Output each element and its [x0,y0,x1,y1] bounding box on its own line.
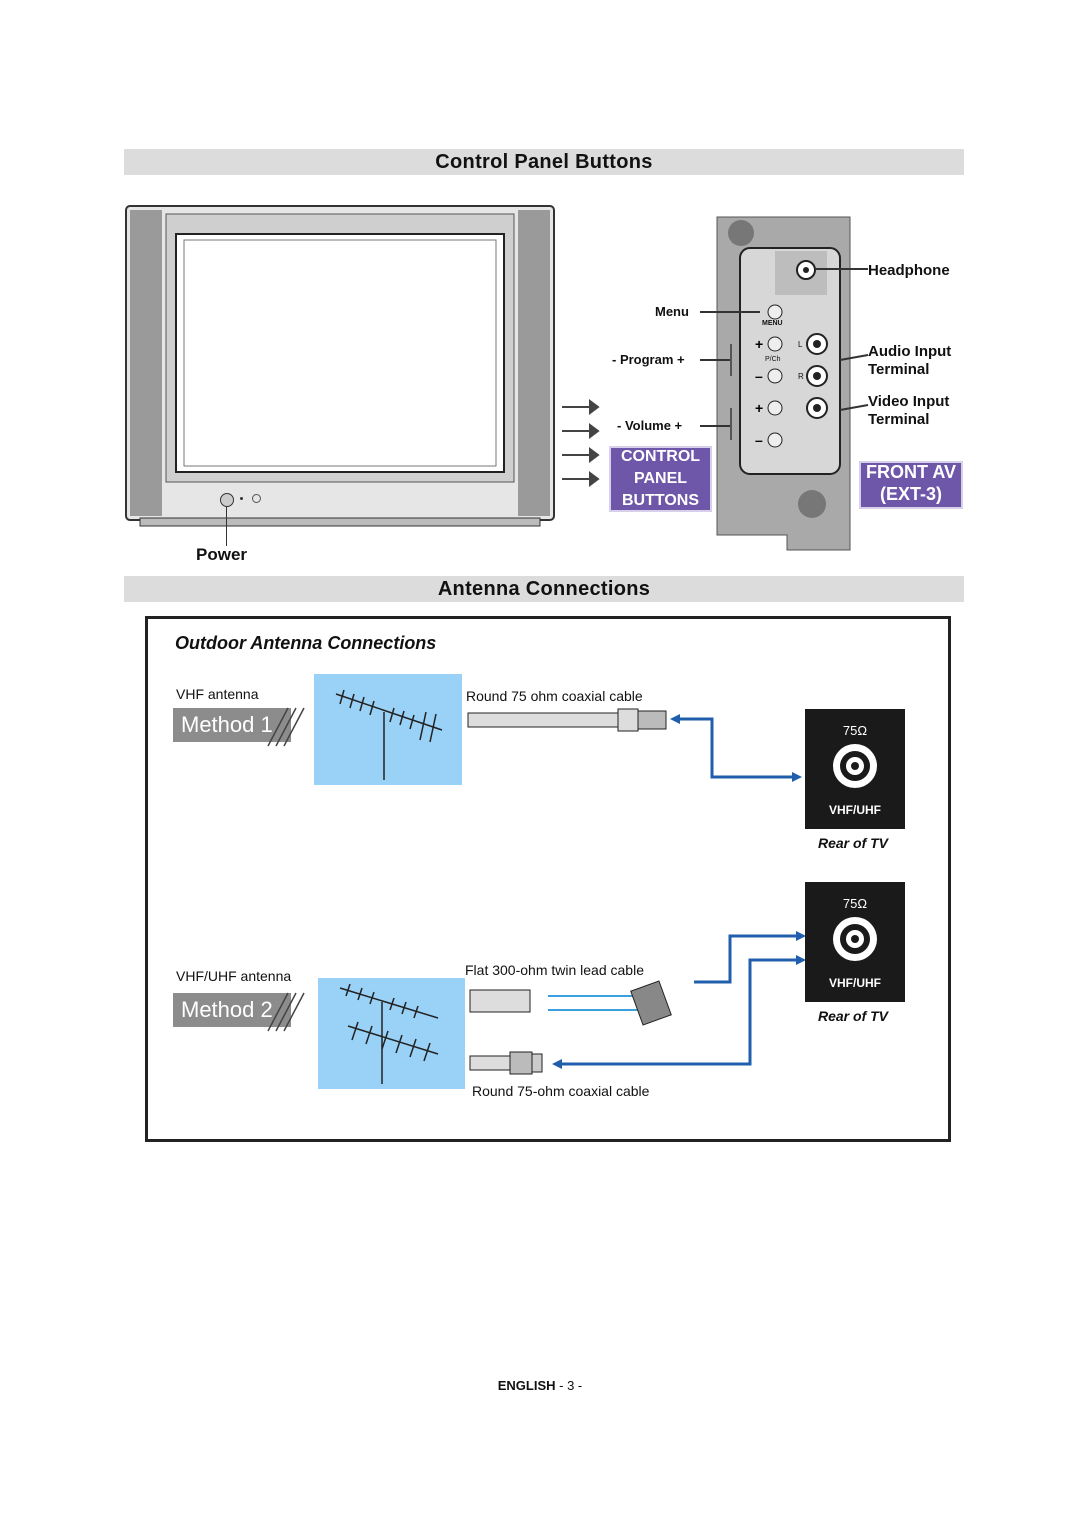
menu-small-label: MENU [762,320,783,327]
power-led [240,497,243,500]
method1-sky [314,674,462,785]
outdoor-antenna-subtitle: Outdoor Antenna Connections [175,633,437,653]
front-av-line2: (EXT-3) [879,484,942,504]
headphone-label: Headphone [868,262,950,279]
side-control-panel: + – + – [716,216,851,551]
method1-tv-jack-panel: 75Ω VHF/UHF [805,709,905,829]
control-box-line1: CONTROL [620,448,701,465]
footer-page-number: - 3 - [559,1378,583,1393]
tv-illustration [125,205,555,527]
rf-jack-icon[interactable] [825,740,885,792]
method2-coax-label: Round 75-ohm coaxial cable [472,1083,650,1099]
method2-cables [469,931,806,1075]
remote-sensor [252,494,261,503]
volume-label: - Volume + [617,418,683,433]
control-box-line2: PANEL [633,470,688,487]
method1-cable-label: Round 75 ohm coaxial cable [466,688,643,704]
method1-jack-label: VHF/UHF [829,803,881,817]
front-av-line1: FRONT AV [866,462,956,482]
power-pointer-line [226,506,227,546]
method1-stripes [267,707,305,747]
method2-rear-label: Rear of TV [818,1008,889,1024]
method2-jack-ohm: 75Ω [842,896,868,911]
svg-text:–: – [755,432,763,448]
control-panel-buttons-box: CONTROL PANEL BUTTONS [609,446,712,512]
arrows-to-panel [562,399,600,487]
vhf-antenna-label: VHF antenna [176,686,259,702]
method1-badge: Method 1 [173,708,291,742]
menu-label: Menu [655,304,689,319]
panel-pointer-lines [700,268,869,427]
program-label: - Program + [612,352,685,367]
video-input-label-2: Terminal [868,411,930,428]
front-av-box: FRONT AV (EXT-3) [859,461,963,509]
svg-text:+: + [755,400,763,416]
method2-stripes [267,992,305,1032]
audio-input-label-1: Audio Input [868,343,952,360]
method2-sky [318,978,465,1089]
svg-text:+: + [755,336,763,352]
audio-input-label-2: Terminal [868,361,930,378]
vhf-antenna-icon [335,689,443,780]
method2-jack-label: VHF/UHF [829,976,881,990]
vhf-uhf-antenna-icon [339,983,439,1084]
rf-jack-icon[interactable] [825,913,885,965]
method1-rear-label: Rear of TV [818,835,889,851]
power-label: Power [196,545,248,564]
power-button[interactable] [220,493,234,507]
method2-twin-lead-label: Flat 300-ohm twin lead cable [465,962,644,978]
section-title-control-panel: Control Panel Buttons [124,149,964,175]
antenna-connections-panel [145,616,951,1142]
control-box-line3: BUTTONS [621,492,700,509]
method1-jack-ohm: 75Ω [842,723,868,738]
left-channel-label: L [798,340,803,349]
vhf-uhf-antenna-label: VHF/UHF antenna [176,968,292,984]
method2-badge: Method 2 [173,993,291,1027]
right-channel-label: R [798,372,804,381]
pch-small-label: P/Ch [765,356,781,363]
page-footer: ENGLISH - 3 - [0,1378,1080,1393]
method2-tv-jack-panel: 75Ω VHF/UHF [805,882,905,1002]
method1-coax-cable [467,708,802,782]
section-title-antenna: Antenna Connections [124,576,964,602]
video-input-label-1: Video Input [868,393,950,410]
footer-language: ENGLISH [497,1378,556,1393]
svg-text:–: – [755,368,763,384]
